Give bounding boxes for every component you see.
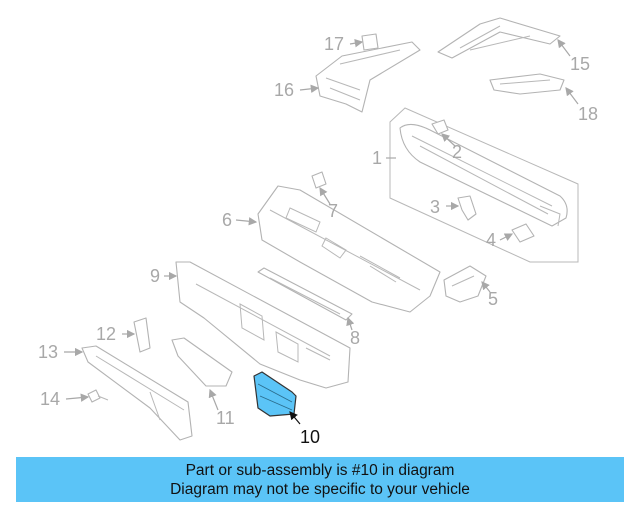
callout-5: 5 bbox=[488, 289, 498, 309]
part-15-cowl-cover bbox=[437, 17, 561, 59]
part-6-dash-panel-upper bbox=[257, 185, 441, 313]
callout-1: 1 bbox=[372, 148, 382, 168]
part-16-cowl-vent-panel bbox=[315, 41, 421, 113]
callout-13: 13 bbox=[38, 342, 58, 362]
part-3-bracket bbox=[457, 195, 477, 221]
callout-18: 18 bbox=[578, 104, 598, 124]
part-14-bolt bbox=[87, 389, 109, 403]
part-18-seal bbox=[489, 73, 565, 95]
callout-15: 15 bbox=[570, 54, 590, 74]
callout-17: 17 bbox=[324, 34, 344, 54]
banner-line-1: Part or sub-assembly is #10 in diagram bbox=[185, 462, 455, 479]
part-10-insulator-highlighted bbox=[253, 371, 297, 417]
part-9-dash-panel-lower bbox=[175, 261, 351, 389]
part-13-side-rail bbox=[81, 345, 193, 441]
part-17-clip bbox=[361, 33, 379, 51]
callout-14: 14 bbox=[40, 389, 60, 409]
parts-diagram: 1 2 3 4 5 6 7 8 9 10 11 12 13 14 15 16 1… bbox=[38, 17, 598, 447]
callout-9: 9 bbox=[150, 266, 160, 286]
info-banner: Part or sub-assembly is #10 in diagram D… bbox=[16, 457, 624, 502]
part-12-plate bbox=[133, 317, 151, 353]
part-2-bracket bbox=[431, 119, 449, 135]
part-11-bracket bbox=[171, 337, 233, 387]
part-5-mount-bracket bbox=[443, 265, 487, 303]
callout-16: 16 bbox=[274, 80, 294, 100]
part-4-bracket bbox=[511, 223, 535, 243]
callout-8: 8 bbox=[350, 328, 360, 348]
part-7-clip bbox=[311, 171, 327, 189]
callout-10: 10 bbox=[300, 427, 320, 447]
callout-2: 2 bbox=[452, 142, 462, 162]
callout-11: 11 bbox=[216, 408, 235, 428]
part-8-reinforcement bbox=[257, 267, 353, 321]
callout-6: 6 bbox=[222, 210, 232, 230]
banner-line-2: Diagram may not be specific to your vehi… bbox=[170, 481, 470, 498]
callout-4: 4 bbox=[486, 230, 496, 250]
leader-lines bbox=[64, 39, 579, 425]
callout-7: 7 bbox=[328, 201, 338, 221]
callout-3: 3 bbox=[430, 197, 440, 217]
part-1-cowl-top-assembly bbox=[389, 107, 579, 263]
callout-12: 12 bbox=[96, 324, 116, 344]
